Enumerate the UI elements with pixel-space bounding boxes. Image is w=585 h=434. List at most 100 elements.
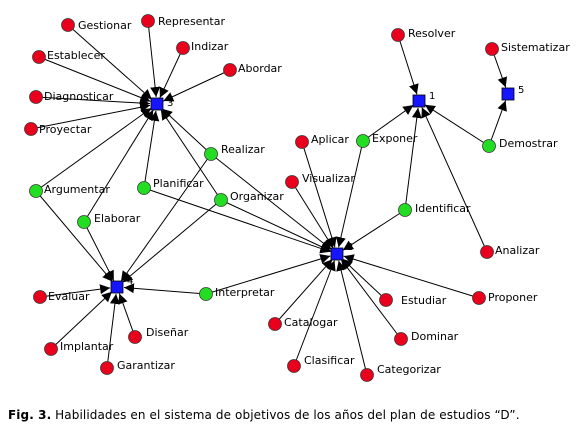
edge-representar-to-h3 [147, 20, 161, 98]
node-label-abordar: Abordar [238, 62, 282, 75]
figure-caption: Fig. 3. Habilidades en el sistema de obj… [8, 408, 578, 422]
edge-exponer-to-h1 [362, 104, 414, 142]
edge-interpretar-to-h4 [123, 283, 207, 295]
node-marker-indizar [176, 41, 190, 55]
node-visualizar: Visualizar [285, 172, 355, 189]
hub-square-5 [501, 87, 515, 101]
edge-identificar-to-h2 [342, 209, 406, 251]
edge-argumentar-to-h4 [35, 190, 113, 282]
node-identificar: Identificar [398, 202, 471, 217]
node-marker-gestionar [61, 18, 75, 32]
node-marker-identificar [398, 203, 412, 217]
node-label-indizar: Indizar [191, 40, 229, 53]
node-marker-exponer [356, 134, 370, 148]
node-label-planificar: Planificar [153, 177, 204, 190]
node-marker-catalogar [268, 317, 282, 331]
hub-5: 5 [501, 85, 524, 101]
node-label-identificar: Identificar [415, 202, 471, 215]
node-marker-visualizar [285, 175, 299, 189]
edge-aplicar-to-h2 [301, 141, 337, 248]
edge-analizar-to-h1 [421, 107, 488, 253]
node-marker-diagnosticar [29, 90, 43, 104]
node-establecer: Establecer [32, 49, 105, 64]
edge-clasificar-to-h2 [293, 260, 336, 367]
node-abordar: Abordar [223, 62, 282, 77]
node-disenar: Diseñar [128, 326, 189, 344]
hub-1: 1 [412, 91, 435, 108]
node-label-interpretar: Interpretar [215, 286, 275, 299]
node-label-estudiar: Estudiar [401, 294, 447, 307]
caption-figure-label: Fig. 3. [8, 408, 52, 422]
edge-realizar-to-h3 [161, 108, 212, 155]
node-analizar: Analizar [480, 244, 540, 259]
hub-square-3 [150, 97, 164, 111]
hub-label-3: 3 [167, 98, 173, 109]
hub-2: 2 [330, 242, 353, 261]
node-label-realizar: Realizar [221, 143, 265, 156]
edge-diagnosticar-to-h3 [35, 96, 151, 109]
edge-identificar-to-h1 [404, 107, 422, 211]
edge-resolver-to-h1 [397, 34, 419, 95]
node-label-aplicar: Aplicar [311, 133, 349, 146]
edge-demostrar-to-h5 [488, 100, 507, 147]
node-organizar: Organizar [214, 190, 284, 207]
hub-3: 3 [150, 97, 173, 111]
node-label-establecer: Establecer [47, 49, 105, 62]
node-realizar: Realizar [204, 143, 265, 161]
edge-establecer-to-h3 [38, 56, 151, 103]
node-representar: Representar [141, 14, 225, 28]
node-demostrar: Demostrar [482, 137, 558, 153]
edge-realizar-to-h4 [120, 153, 212, 282]
node-label-demostrar: Demostrar [499, 137, 558, 150]
node-indizar: Indizar [176, 40, 229, 55]
edge-layer [30, 20, 508, 376]
node-catalogar: Catalogar [268, 316, 338, 331]
node-proponer: Proponer [472, 291, 538, 305]
node-label-organizar: Organizar [230, 190, 284, 203]
edge-proponer-to-h2 [343, 254, 480, 299]
node-marker-planificar [137, 181, 151, 195]
hub-4: 4 [110, 276, 133, 294]
node-label-resolver: Resolver [408, 27, 456, 40]
node-marker-interpretar [199, 287, 213, 301]
node-label-clasificar: Clasificar [304, 354, 355, 367]
node-label-exponer: Exponer [372, 132, 418, 145]
node-marker-dominar [394, 332, 408, 346]
edge-indizar-to-h3 [159, 47, 184, 98]
node-label-visualizar: Visualizar [302, 172, 355, 185]
node-marker-demostrar [482, 139, 496, 153]
node-categorizar: Categorizar [360, 363, 441, 382]
edge-demostrar-to-h1 [424, 104, 490, 147]
hub-square-4 [110, 280, 124, 294]
edge-implantar-to-h4 [50, 291, 113, 350]
node-marker-categorizar [360, 368, 374, 382]
node-resolver: Resolver [391, 27, 456, 42]
node-marker-argumentar [29, 184, 43, 198]
edge-estudiar-to-h2 [341, 258, 387, 301]
node-marker-proponer [472, 291, 486, 305]
node-garantizar: Garantizar [100, 359, 175, 375]
node-label-gestionar: Gestionar [78, 19, 132, 32]
node-argumentar: Argumentar [29, 183, 110, 198]
node-label-garantizar: Garantizar [117, 359, 175, 372]
node-elaborar: Elaborar [77, 212, 141, 229]
edge-categorizar-to-h2 [336, 260, 368, 376]
node-interpretar: Interpretar [199, 286, 275, 301]
hub-label-1: 1 [429, 91, 435, 102]
node-marker-analizar [480, 245, 494, 259]
edge-visualizar-to-h2 [291, 181, 334, 249]
caption-text: Habilidades en el sistema de objetivos d… [51, 408, 520, 422]
edge-abordar-to-h3 [163, 69, 231, 102]
edge-interpretar-to-h2 [205, 254, 331, 295]
edge-catalogar-to-h2 [274, 258, 333, 325]
node-marker-elaborar [77, 215, 91, 229]
node-gestionar: Gestionar [61, 18, 132, 32]
node-label-argumentar: Argumentar [44, 183, 110, 196]
node-label-analizar: Analizar [495, 244, 540, 257]
edge-organizar-to-h2 [220, 199, 331, 252]
node-marker-implantar [44, 342, 58, 356]
edge-organizar-to-h4 [122, 199, 222, 283]
